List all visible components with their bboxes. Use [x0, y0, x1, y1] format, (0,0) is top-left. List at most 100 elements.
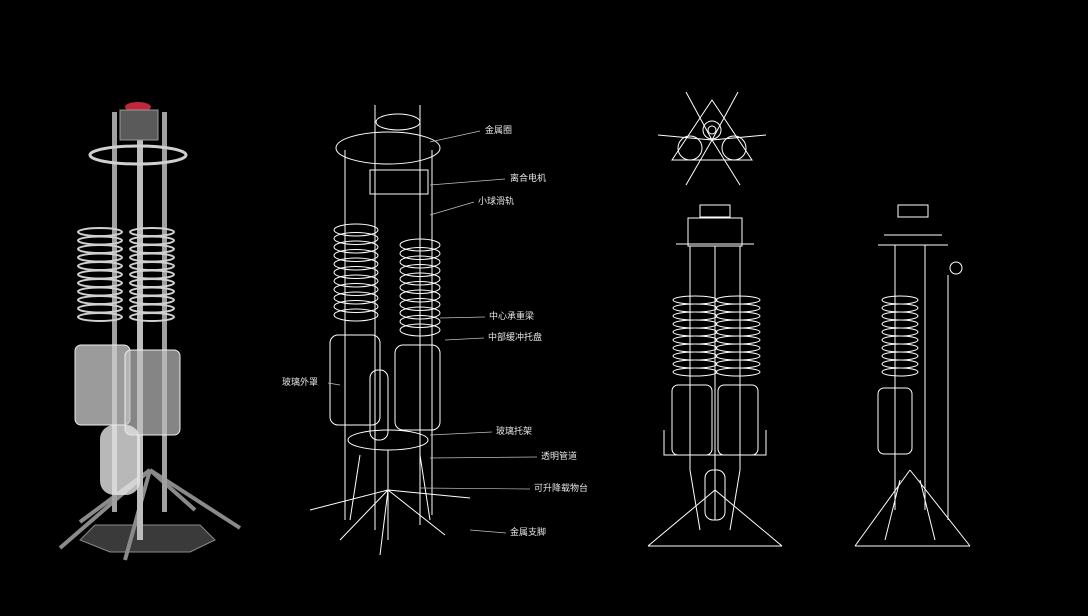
top-view-chamber — [677, 135, 703, 161]
coil-turn — [399, 298, 441, 311]
coil-turn — [333, 300, 379, 313]
leader-line — [429, 201, 475, 216]
leader-line — [429, 456, 538, 459]
coil-turn — [129, 295, 175, 305]
coil-turn — [129, 252, 175, 263]
coil-turn — [333, 240, 379, 254]
coil-turn — [399, 255, 441, 269]
callout-clutch-motor: 离合电机 — [510, 174, 547, 184]
coil-turn — [399, 281, 441, 294]
side-base — [854, 469, 971, 547]
coil-turn — [333, 283, 379, 296]
coil-turn — [129, 227, 175, 237]
coil-turn — [715, 335, 761, 345]
top-view-leg — [711, 139, 741, 186]
coil-turn — [881, 351, 919, 361]
coil-turn — [129, 244, 175, 254]
leader-line — [439, 316, 486, 319]
coil-turn — [399, 323, 441, 337]
front-coils — [672, 295, 761, 377]
exploded-clear-tube — [369, 369, 389, 441]
coil-turn — [129, 303, 175, 314]
leader-line — [327, 382, 341, 386]
render-base-plate — [79, 524, 216, 553]
coil-turn — [715, 367, 761, 377]
coil-turn — [672, 343, 718, 353]
coil-turn — [399, 315, 441, 328]
coil-turn — [881, 367, 919, 377]
callout-leaders — [327, 130, 538, 534]
callout-ball-rail: 小球滑轨 — [478, 197, 515, 207]
coil-turn — [672, 359, 718, 369]
leader-line — [429, 178, 506, 186]
coil-turn — [333, 291, 379, 305]
leader-line — [429, 130, 481, 143]
front-glass-left — [671, 384, 713, 456]
coil-turn — [715, 351, 761, 361]
front-view — [647, 204, 783, 547]
front-glass-right — [717, 384, 759, 456]
side-glass — [877, 387, 913, 455]
front-base — [647, 469, 783, 547]
coil-turn — [881, 311, 919, 321]
render-view — [58, 102, 242, 561]
exploded-cap — [375, 113, 421, 131]
top-view-triangle — [671, 99, 753, 161]
coil-turn — [129, 261, 175, 271]
leader-line — [429, 431, 493, 436]
render-glass-left — [74, 344, 131, 426]
coil-turn — [77, 312, 123, 322]
coil-turn — [672, 367, 718, 377]
coil-turn — [881, 359, 919, 369]
coil-turn — [333, 232, 379, 245]
coil-turn — [129, 286, 175, 297]
render-top-ring — [88, 144, 188, 166]
side-top-bracket — [878, 234, 948, 246]
coil-turn — [399, 264, 441, 277]
exploded-legs — [309, 489, 471, 556]
coil-turn — [333, 257, 379, 271]
coil-turn — [715, 303, 761, 313]
coil-turn — [399, 272, 441, 286]
front-bracket — [663, 430, 767, 456]
coil-turn — [333, 223, 379, 237]
coil-turn — [399, 306, 441, 320]
coil-turn — [672, 295, 718, 305]
coil-turn — [881, 295, 919, 305]
coil-turn — [399, 238, 441, 252]
top-view-leg — [685, 91, 713, 141]
render-clear-tube — [100, 425, 140, 495]
coil-turn — [333, 249, 379, 262]
coil-turn — [715, 319, 761, 329]
side-view — [854, 204, 971, 547]
callout-clear-tube: 透明管道 — [541, 452, 578, 462]
coil-turn — [129, 269, 175, 280]
coil-turn — [129, 312, 175, 322]
coil-turn — [333, 274, 379, 288]
callout-center-beam: 中心承重梁 — [489, 312, 535, 322]
callout-glass-bracket: 玻璃托架 — [496, 427, 533, 437]
coil-turn — [715, 311, 761, 321]
coil-turn — [672, 311, 718, 321]
coil-turn — [333, 266, 379, 279]
coil-turn — [672, 351, 718, 361]
coil-turn — [129, 278, 175, 288]
coil-turn — [672, 303, 718, 313]
top-view-hub — [702, 120, 722, 140]
callout-metal-ring: 金属圈 — [485, 126, 513, 136]
exploded-stand — [349, 450, 431, 540]
coil-turn — [715, 295, 761, 305]
coil-turn — [333, 308, 379, 322]
coil-turn — [715, 359, 761, 369]
render-glass-right — [124, 349, 181, 436]
coil-turn — [715, 343, 761, 353]
coil-turn — [672, 327, 718, 337]
callout-lift-platform: 可升降载物台 — [534, 484, 589, 494]
exploded-top-ring — [335, 131, 441, 165]
coil-turn — [672, 319, 718, 329]
callout-mid-tray: 中部缓冲托盘 — [488, 333, 543, 343]
render-leg — [148, 468, 197, 512]
top-view-hub-inner — [707, 125, 717, 135]
coil-turn — [881, 335, 919, 345]
